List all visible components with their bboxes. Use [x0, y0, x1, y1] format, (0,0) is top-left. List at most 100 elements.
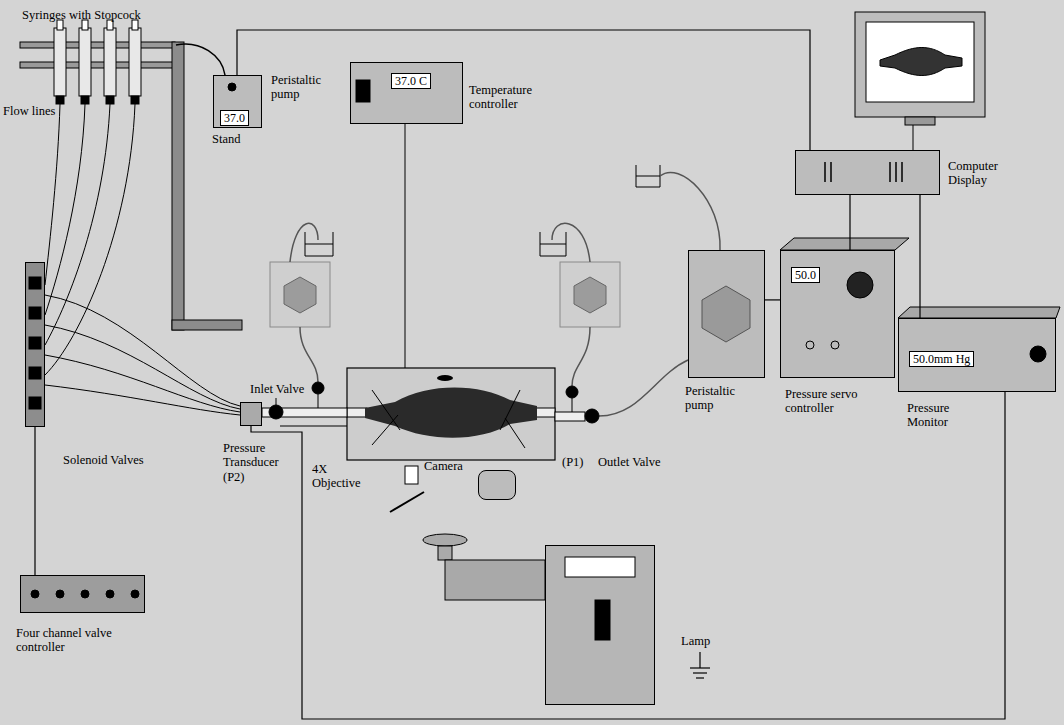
- ground-symbol: [696, 677, 704, 678]
- part-label: 4X Objective: [312, 462, 364, 491]
- tubing: [660, 172, 720, 250]
- side-pump: [270, 262, 330, 327]
- flow-line: [45, 104, 110, 345]
- syringe-rack: [106, 96, 114, 104]
- device-top-face: [780, 238, 909, 250]
- syringe-rack: [20, 62, 175, 68]
- device-detail: [20, 575, 145, 613]
- device-detail: [106, 590, 114, 598]
- text-anchor: 50.0: [791, 265, 820, 283]
- flow-line: [45, 104, 135, 375]
- computer-monitor: [855, 12, 985, 117]
- device-detail: [1030, 346, 1046, 362]
- computer-unit: Computer Display: [795, 150, 940, 195]
- text-anchor: Four channel valve controller: [16, 626, 116, 655]
- microscope-optics: [390, 466, 545, 600]
- device-label: Pressure Monitor: [907, 401, 987, 430]
- syringe-rack: [81, 96, 89, 104]
- valve-controller: Four channel valve controller: [20, 575, 145, 613]
- computer-monitor: [905, 117, 935, 125]
- device-detail: [806, 341, 814, 349]
- device-detail: [688, 250, 765, 378]
- device-detail: [29, 367, 41, 379]
- syringe-rack: [54, 28, 66, 96]
- pressure-servo-controller: 50.0Pressure servo controller: [780, 250, 895, 378]
- lamp-housing: Lamp: [545, 545, 655, 705]
- ground-symbol: [693, 672, 707, 673]
- computer-monitor: [855, 12, 985, 150]
- text-anchor: Temperature controller: [469, 83, 551, 112]
- signal-wire: [849, 195, 850, 250]
- device-label: Camera: [424, 459, 474, 473]
- device-label: Four channel valve controller: [16, 626, 116, 655]
- ground-symbol: [690, 652, 710, 678]
- device-detail: [131, 590, 139, 598]
- solenoid-valve-bank: Solenoid Valves: [25, 262, 45, 427]
- device-detail: [595, 600, 610, 640]
- text-anchor: Pressure servo controller: [785, 387, 875, 416]
- side-pump: [574, 277, 606, 313]
- temperature-wire: [405, 124, 406, 368]
- tissue-chamber: [535, 408, 555, 417]
- label-anchor: 4X Objective: [312, 462, 364, 491]
- device-label: Pressure Transducer (P2): [223, 441, 295, 484]
- outlet-tube: [572, 398, 573, 412]
- stand: [172, 42, 184, 330]
- device-detail: [545, 545, 655, 705]
- text-anchor: Peristaltic pump: [685, 384, 765, 413]
- device-top-face: [898, 307, 1060, 318]
- computer-monitor: [913, 125, 914, 150]
- tissue-chamber: [347, 368, 555, 460]
- beaker: [636, 176, 660, 177]
- beaker: [305, 244, 333, 245]
- device-detail: [29, 337, 41, 349]
- text-anchor: 37.0: [220, 108, 249, 126]
- syringe-rack: [20, 42, 175, 48]
- label-anchor: (P1): [562, 455, 594, 469]
- device-detail: [702, 286, 750, 342]
- label-anchor: Flow lines: [3, 104, 59, 118]
- device-detail: [350, 62, 463, 124]
- peristaltic-pump: 37.0Peristaltic pump: [213, 75, 262, 128]
- device-detail: [31, 590, 39, 598]
- device-label: Pressure servo controller: [785, 387, 875, 416]
- ground-symbol: [699, 652, 700, 668]
- computer-monitor: [866, 22, 974, 102]
- text-anchor: Lamp: [681, 634, 721, 648]
- syringe-rack: [104, 28, 116, 96]
- device-detail: [847, 272, 873, 298]
- flow-line: [45, 104, 60, 285]
- text-anchor: Peristaltic pump: [271, 73, 333, 102]
- inlet-tube: [312, 382, 324, 394]
- device-detail: [830, 162, 832, 182]
- device-detail: [240, 402, 262, 426]
- beaker: [305, 232, 333, 256]
- tissue-chamber: [347, 368, 555, 460]
- flow-line: [45, 355, 240, 412]
- device-detail: [831, 341, 839, 349]
- side-pump: [560, 262, 620, 327]
- pump-cable: [176, 44, 225, 75]
- peristaltic-pump: Peristaltic pump: [688, 250, 765, 378]
- computer-monitor: [880, 48, 962, 76]
- side-pump: [284, 277, 316, 313]
- beaker: [305, 165, 660, 256]
- signal-wire: [919, 195, 920, 318]
- tubing: [572, 327, 590, 386]
- device-detail: [56, 590, 64, 598]
- syringe-rack: [20, 20, 175, 104]
- tissue-chamber: [365, 388, 537, 438]
- outlet-tube: [585, 409, 599, 423]
- device-detail: [824, 162, 826, 182]
- syringe-rack: [129, 28, 141, 96]
- label-anchor: Syringes with Stopcock: [22, 8, 192, 22]
- label-anchor: Outlet Valve: [598, 455, 670, 469]
- device-label: Computer Display: [948, 159, 1018, 188]
- signal-wire: [251, 392, 1005, 719]
- port-label: (P1): [562, 455, 594, 469]
- device-detail: [901, 162, 903, 182]
- microscope-optics: [423, 534, 467, 546]
- microscope-optics: [405, 466, 418, 484]
- device-label: Solenoid Valves: [63, 453, 163, 467]
